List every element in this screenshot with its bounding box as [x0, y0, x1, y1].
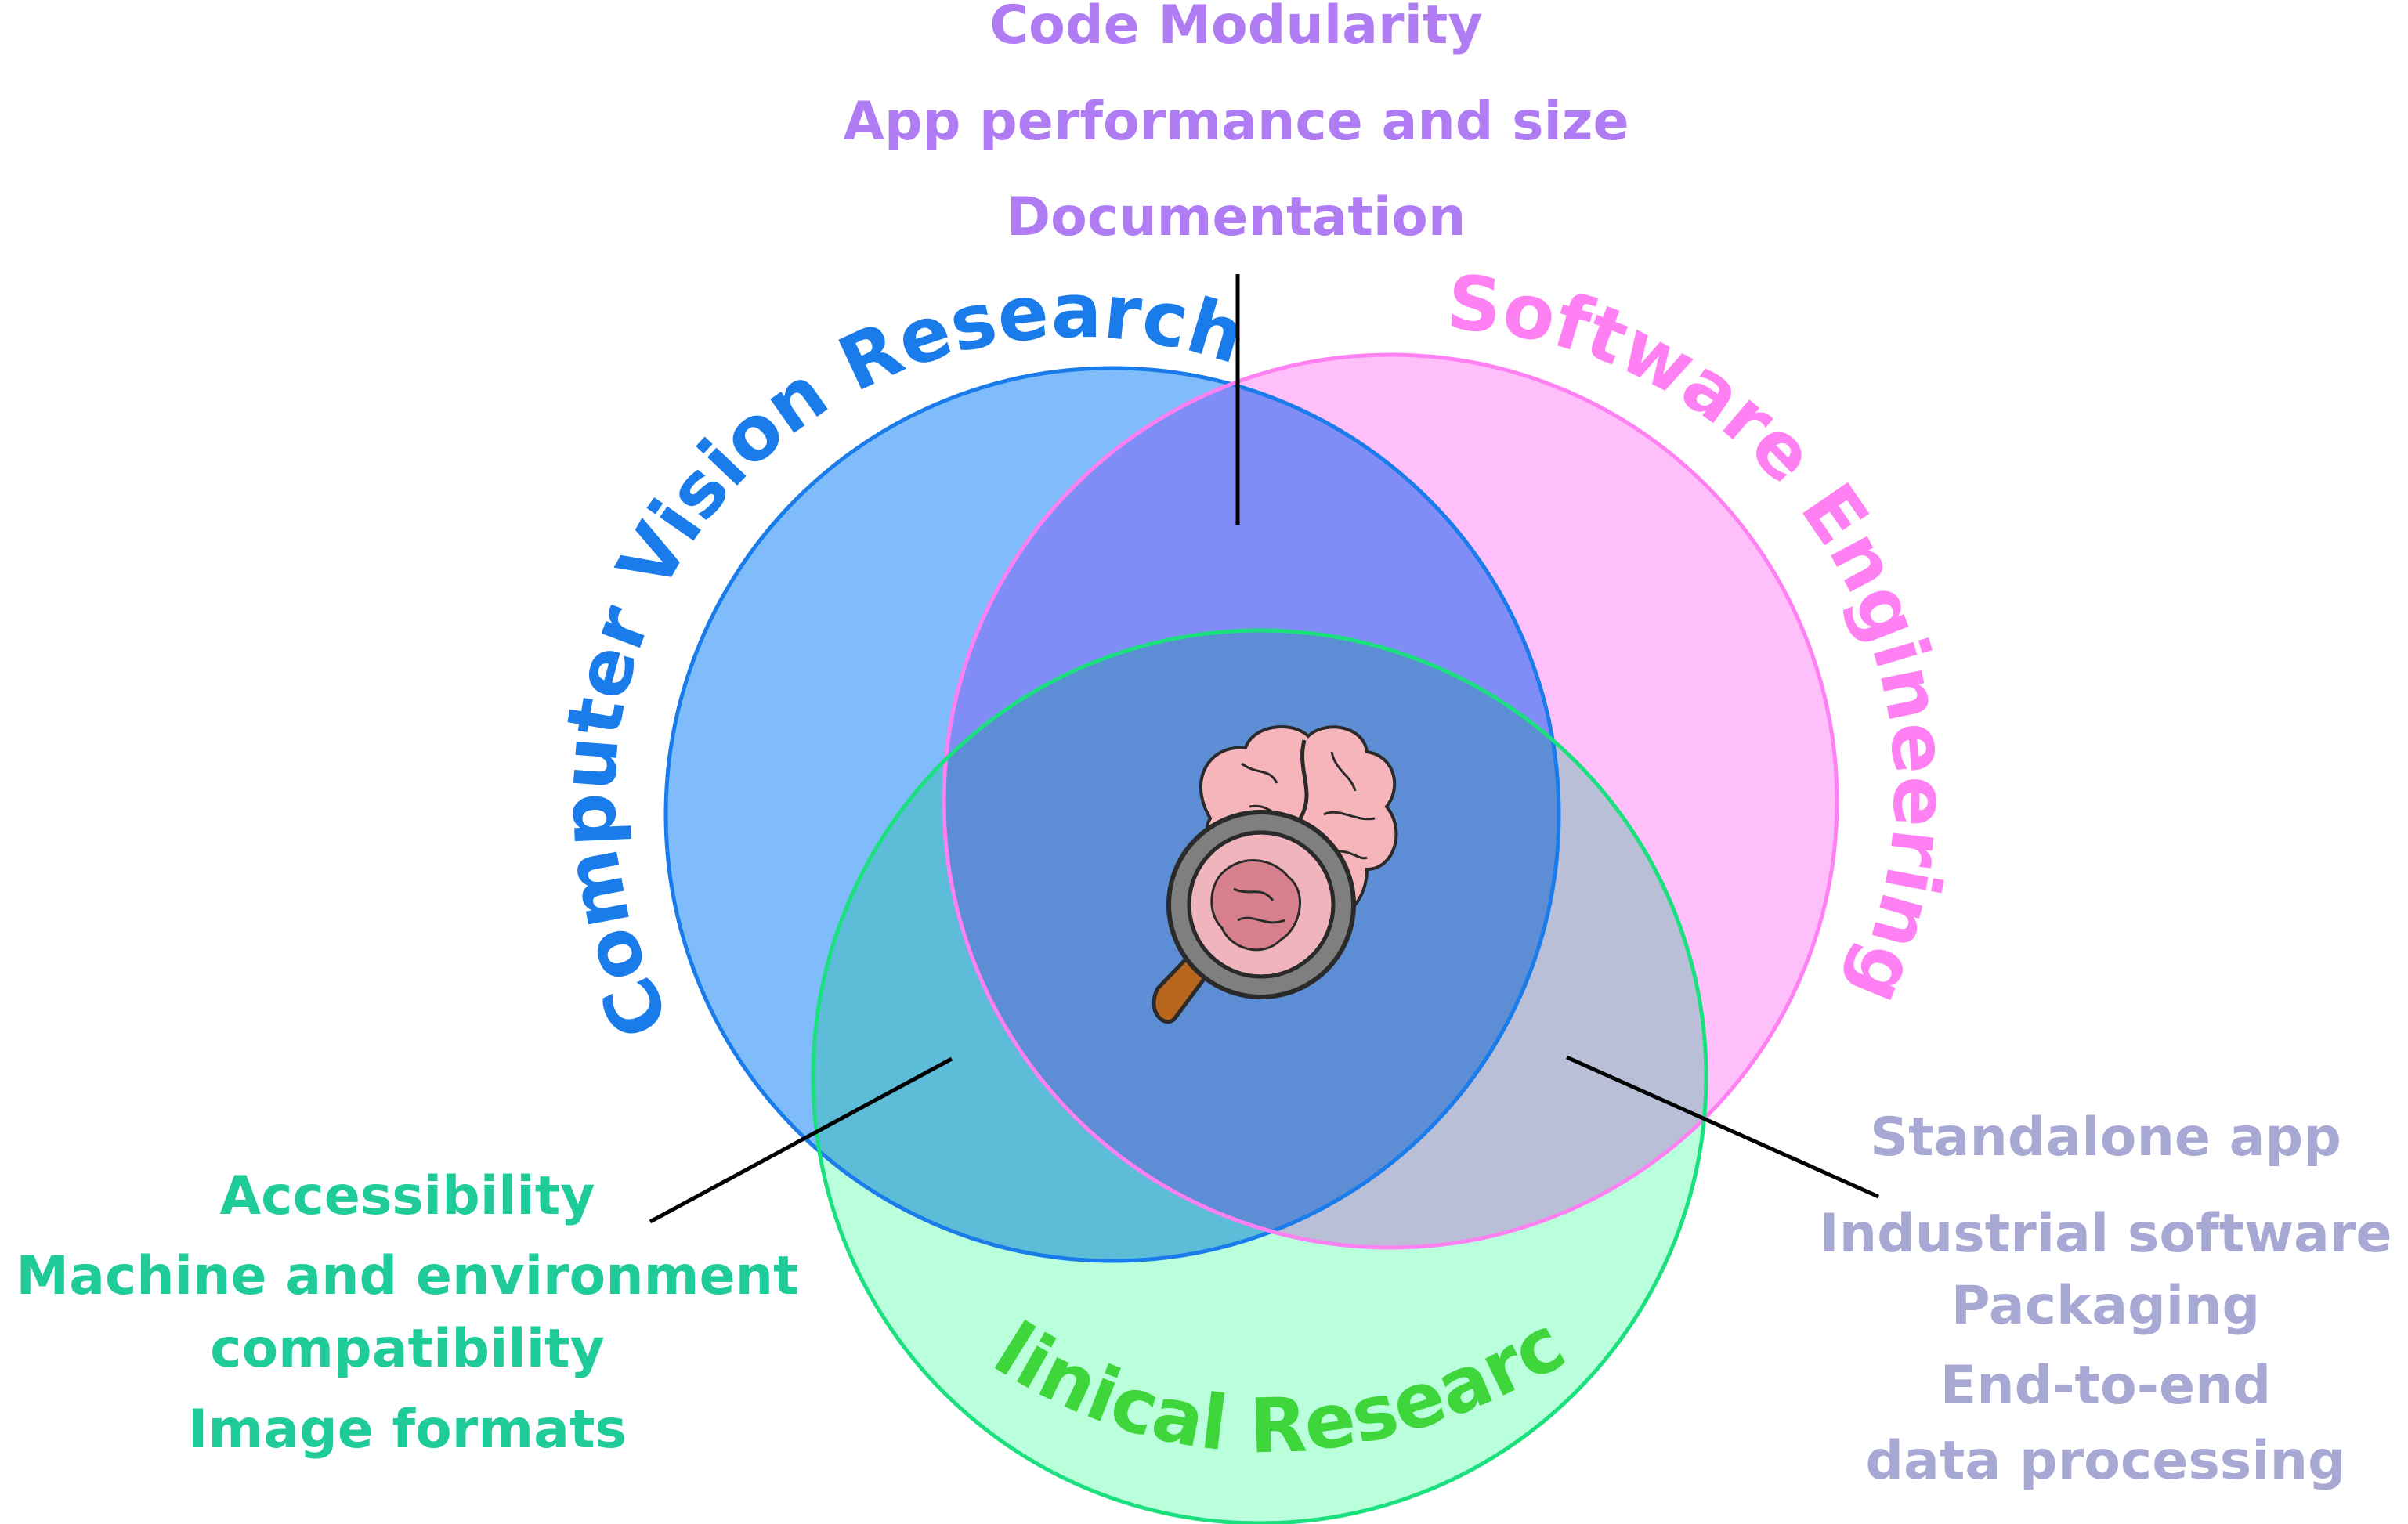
cv-se-item: App performance and size [843, 91, 1629, 153]
clinical-research-outline [811, 628, 1708, 1524]
cv-se-item: Code Modularity [989, 0, 1482, 56]
se-cr-item: Standalone app [1870, 1107, 2341, 1168]
cv-se-items: Code Modularity App performance and size… [843, 0, 1629, 248]
se-cr-item: End-to-end [1940, 1355, 2271, 1417]
cv-cr-item: Machine and environment [16, 1245, 798, 1307]
cv-se-item: Documentation [1007, 186, 1466, 248]
se-cr-item: data processing [1865, 1430, 2345, 1492]
software-engineering-outline [942, 352, 1839, 1250]
cv-cr-item: compatibility [210, 1318, 605, 1380]
se-cr-item: Packaging [1951, 1275, 2260, 1337]
cv-cr-item: Image formats [188, 1399, 627, 1461]
clinical-research-circle [813, 630, 1706, 1523]
cv-cr-item: Accessibility [219, 1165, 595, 1227]
magnifier-icon [1152, 810, 1356, 1024]
se-cr-item: Industrial software [1819, 1203, 2392, 1265]
computer-vision-outline [663, 366, 1561, 1263]
brain-magnifier-icon [1152, 725, 1398, 1024]
cv-cr-items: Accessibility Machine and environment co… [16, 1165, 798, 1461]
cv-cr-leader-line [649, 1056, 953, 1224]
se-cr-leader-line [1565, 1055, 1880, 1199]
se-cr-items: Standalone app Industrial software Packa… [1819, 1107, 2392, 1492]
